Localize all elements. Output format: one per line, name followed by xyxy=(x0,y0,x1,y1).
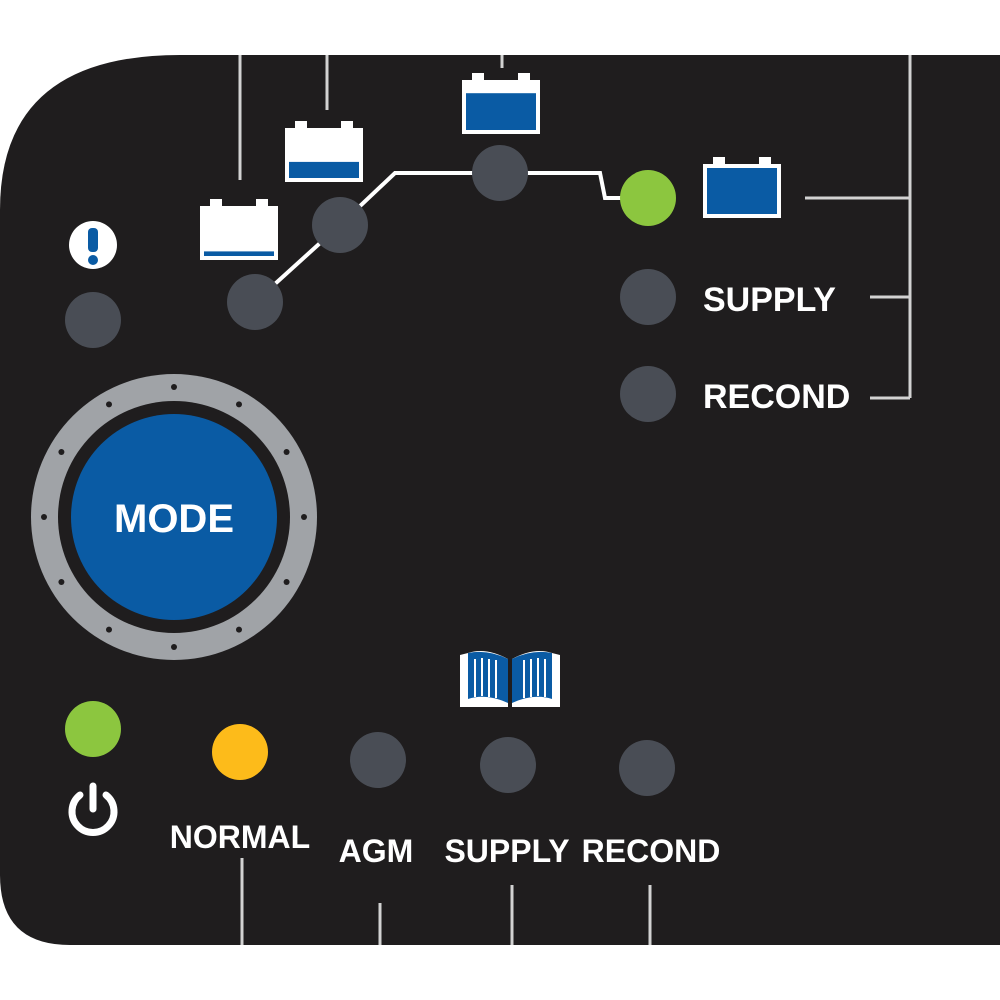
stage-led-4 xyxy=(620,170,676,226)
stage-led-3 xyxy=(472,145,528,201)
error-led xyxy=(65,292,121,348)
exclamation-icon xyxy=(69,221,117,269)
mode-label-agm: AGM xyxy=(339,833,414,869)
battery-icon xyxy=(462,73,540,134)
mode-led-supply xyxy=(480,737,536,793)
recond-side-label: RECOND xyxy=(703,378,850,416)
supply-side-label: SUPPLY xyxy=(703,281,836,319)
stage-led-2 xyxy=(312,197,368,253)
leader-lines xyxy=(238,55,912,945)
power-icon xyxy=(68,782,118,836)
battery-icon xyxy=(285,121,363,182)
recond-led xyxy=(620,366,676,422)
book-icon xyxy=(460,651,560,707)
mode-led-normal xyxy=(212,724,268,780)
mode-led-agm xyxy=(350,732,406,788)
supply-led xyxy=(620,269,676,325)
charge-stage-batteries xyxy=(200,73,781,260)
power-led xyxy=(65,701,121,757)
battery-icon xyxy=(703,157,781,218)
mode-button-label: MODE xyxy=(114,497,234,541)
mode-button[interactable]: MODE xyxy=(31,374,317,660)
mode-label-supply: SUPPLY xyxy=(444,833,569,869)
mode-label-recond: RECOND xyxy=(582,833,721,869)
battery-icon xyxy=(200,199,278,260)
mode-label-normal: NORMAL xyxy=(170,819,310,855)
mode-led-recond xyxy=(619,740,675,796)
stage-led-1 xyxy=(227,274,283,330)
bezel-dots xyxy=(41,384,307,650)
